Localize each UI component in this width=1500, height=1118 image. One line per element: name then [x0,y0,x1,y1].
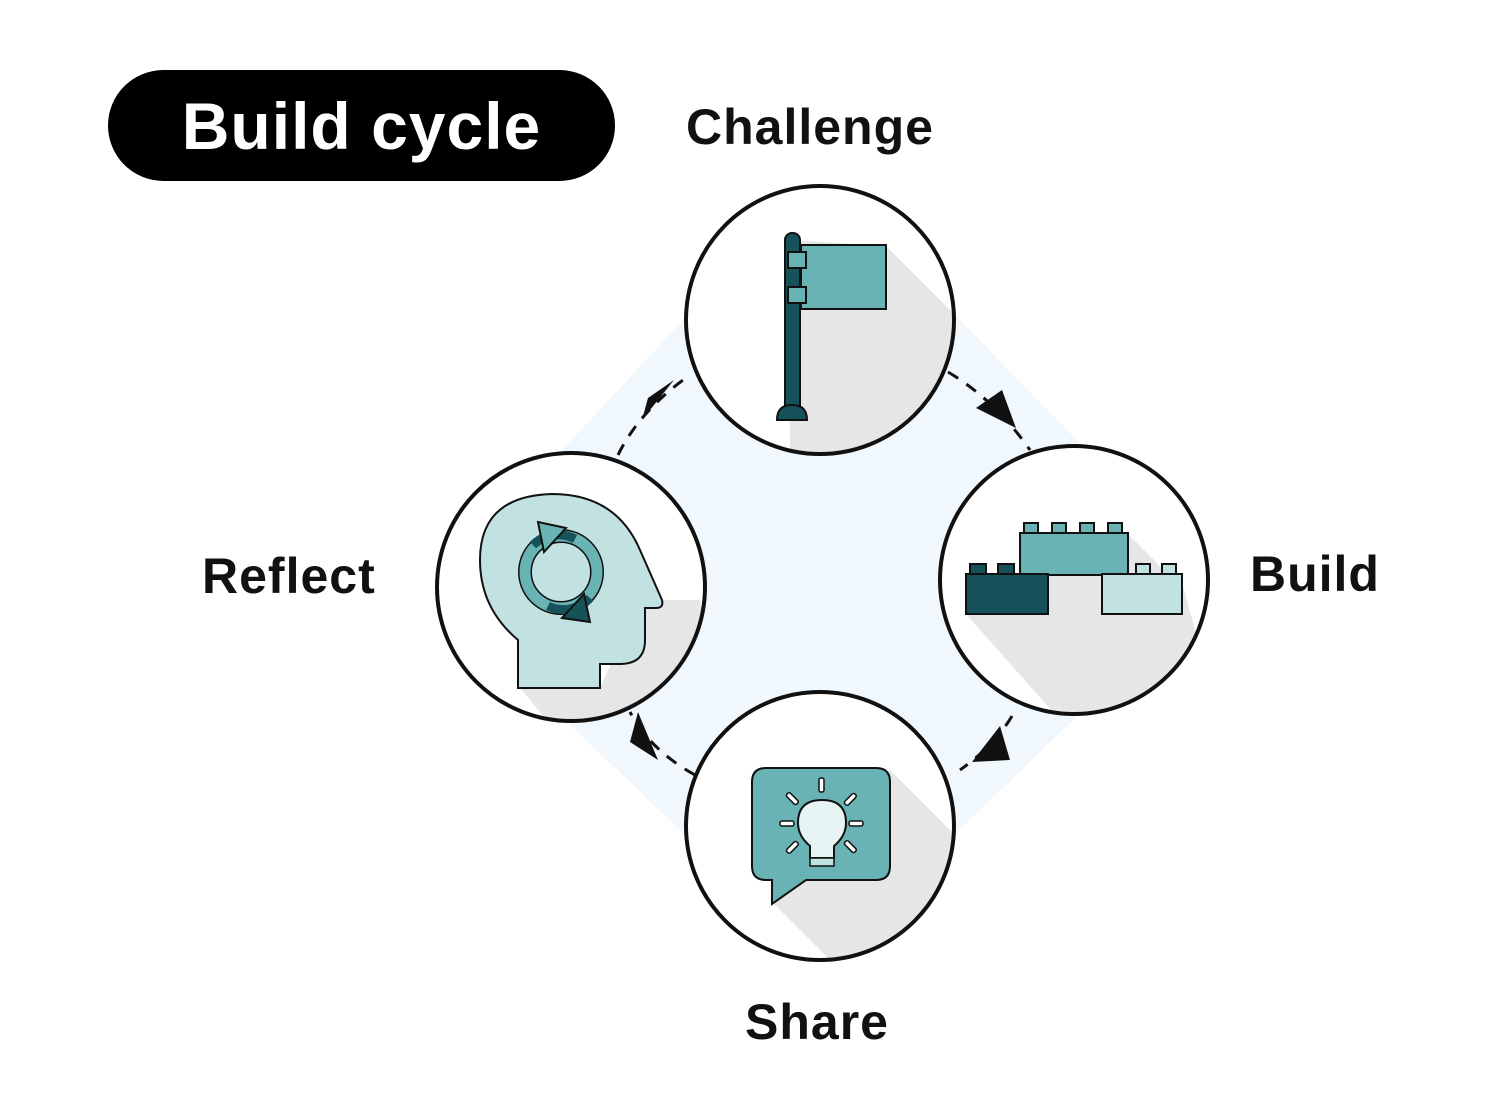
stage-label-share: Share [745,994,889,1050]
title-badge: Build cycle [108,70,615,181]
stage-label-reflect: Reflect [202,548,376,604]
stage-circle-build [938,444,1210,716]
diagram-title: Build cycle [181,88,542,163]
connector-build-to-share [959,715,1014,772]
connector-share-to-reflect [628,711,696,777]
stage-label-build: Build [1250,546,1380,602]
arrowhead-to-build-icon [976,390,1016,428]
cycle-arrowheads [630,380,1016,762]
arrowhead-to-share-icon [972,726,1010,762]
building-blocks-icon [965,522,1183,615]
head-with-cycle-arrows-icon [478,492,664,689]
arrowhead-to-challenge-icon [642,380,674,420]
flag-icon [775,232,887,421]
stage-label-challenge: Challenge [686,99,934,155]
lightbulb-speech-bubble-icon [751,767,891,906]
arrowhead-to-reflect-icon [630,712,658,760]
